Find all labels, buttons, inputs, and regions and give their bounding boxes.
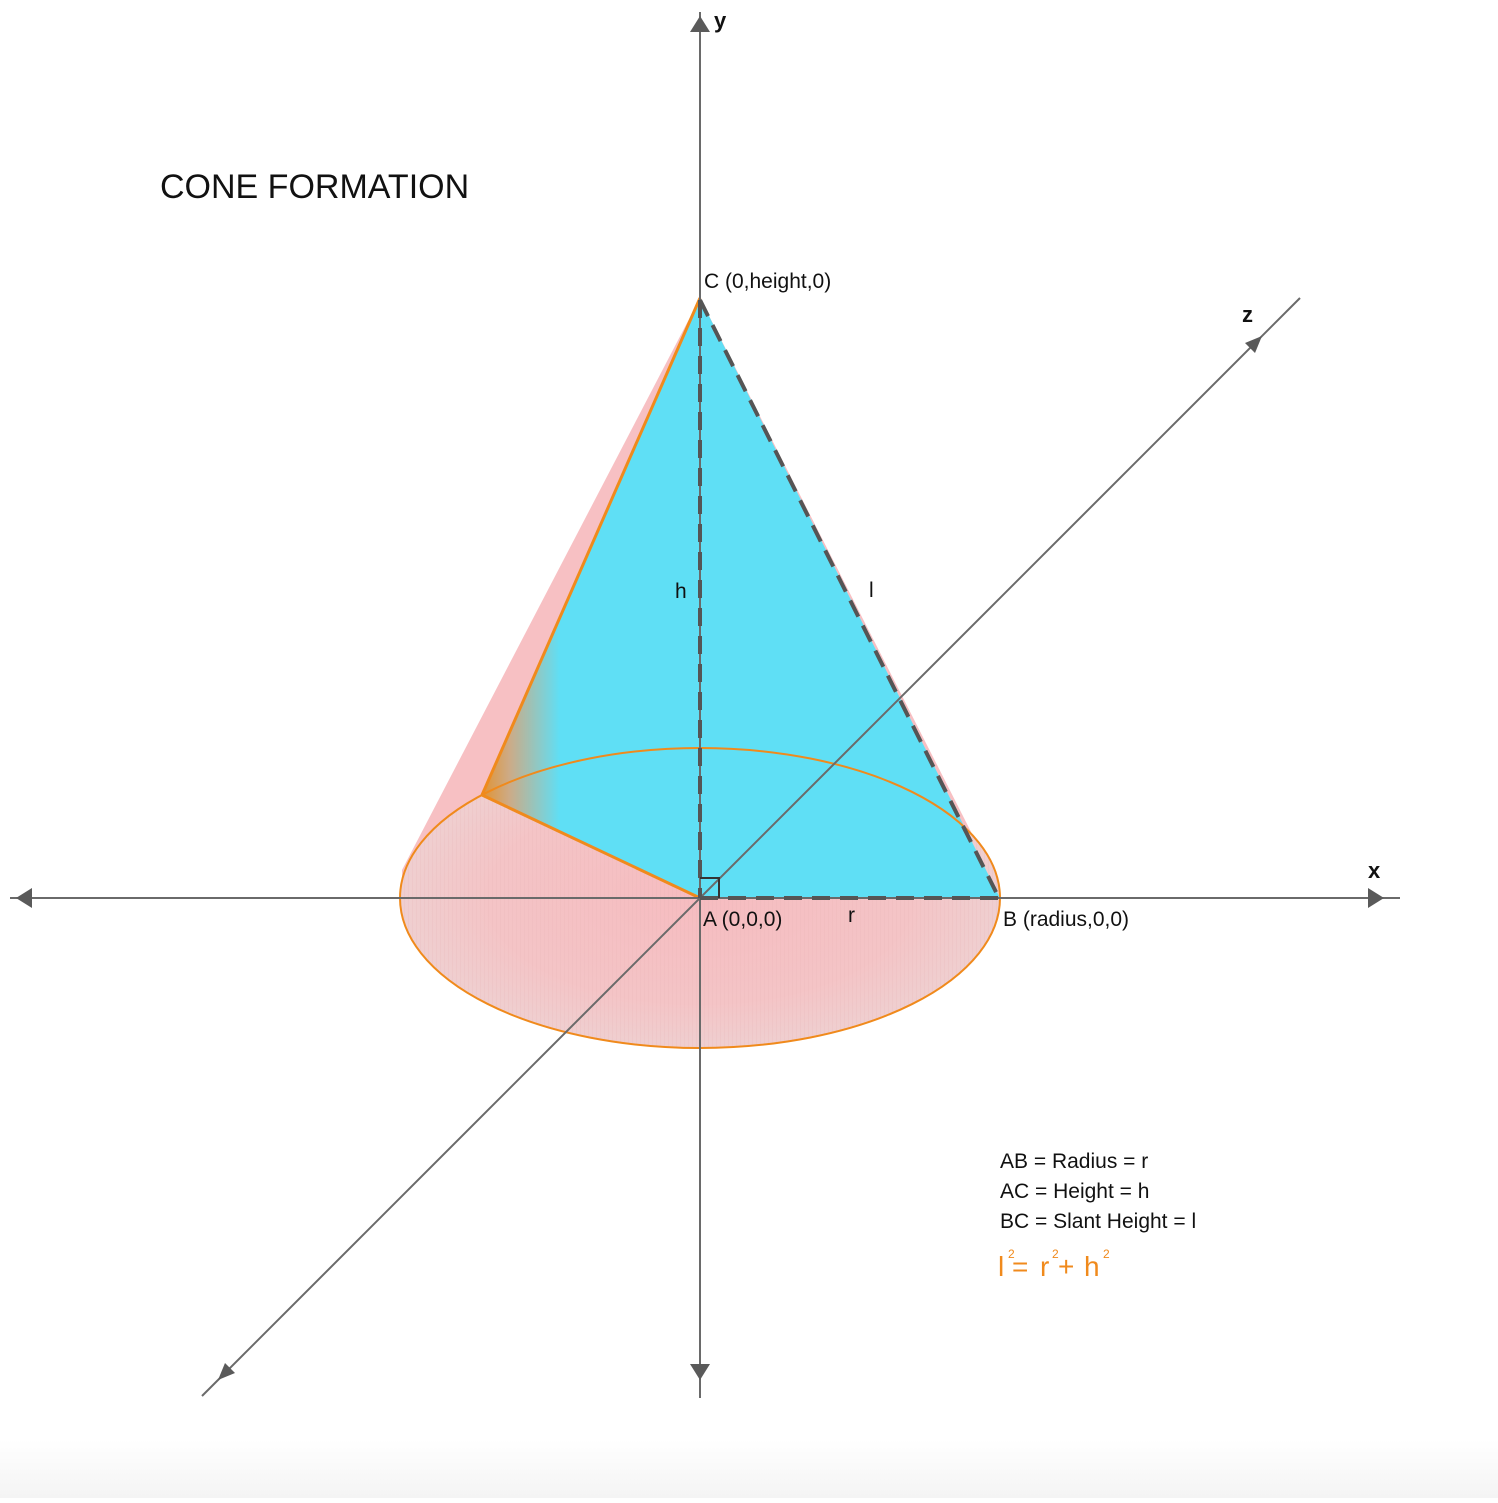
legend-line-slant: BC = Slant Height = l	[1000, 1210, 1196, 1233]
formula-h-exp: 2	[1103, 1247, 1110, 1261]
formula-l-exp: 2	[1008, 1247, 1015, 1261]
z-axis	[201, 297, 1301, 1397]
formula-plus: +	[1058, 1251, 1074, 1282]
rotating-base-line	[481, 793, 701, 900]
formula-l: l	[998, 1251, 1004, 1282]
radius-label: r	[848, 904, 855, 927]
x-axis-arrow-right	[1368, 888, 1384, 908]
diagram-title: CONE FORMATION	[160, 168, 469, 206]
bottom-fade	[0, 1440, 1498, 1498]
z-axis-arrow-bottom	[218, 1363, 235, 1380]
legend-line-radius: AB = Radius = r	[1000, 1150, 1148, 1173]
y-axis-arrow-top	[690, 16, 710, 32]
x-axis-label: x	[1368, 858, 1381, 883]
x-axis-arrow-left	[16, 888, 32, 908]
z-axis-label: z	[1242, 302, 1253, 327]
height-label: h	[675, 580, 687, 603]
point-a-label: A (0,0,0)	[703, 908, 782, 931]
pythagoras-formula: l 2 = r 2 + h 2	[998, 1247, 1110, 1282]
formula-equals: =	[1012, 1251, 1028, 1282]
point-b-label: B (radius,0,0)	[1003, 908, 1129, 931]
legend-line-height: AC = Height = h	[1000, 1180, 1149, 1203]
y-axis-label: y	[714, 8, 727, 33]
formula-h: h	[1084, 1251, 1100, 1282]
formula-r-exp: 2	[1052, 1247, 1059, 1261]
slant-label: l	[869, 579, 874, 602]
cross-section-triangle	[482, 298, 1000, 898]
y-axis-arrow-bottom	[690, 1364, 710, 1380]
point-c-label: C (0,height,0)	[704, 270, 831, 293]
rotating-edge-line	[480, 297, 702, 796]
rotating-edge-shade	[482, 298, 700, 898]
z-axis-arrow-top	[1245, 336, 1262, 353]
formula-r: r	[1040, 1251, 1049, 1282]
right-angle-marker	[700, 877, 720, 898]
